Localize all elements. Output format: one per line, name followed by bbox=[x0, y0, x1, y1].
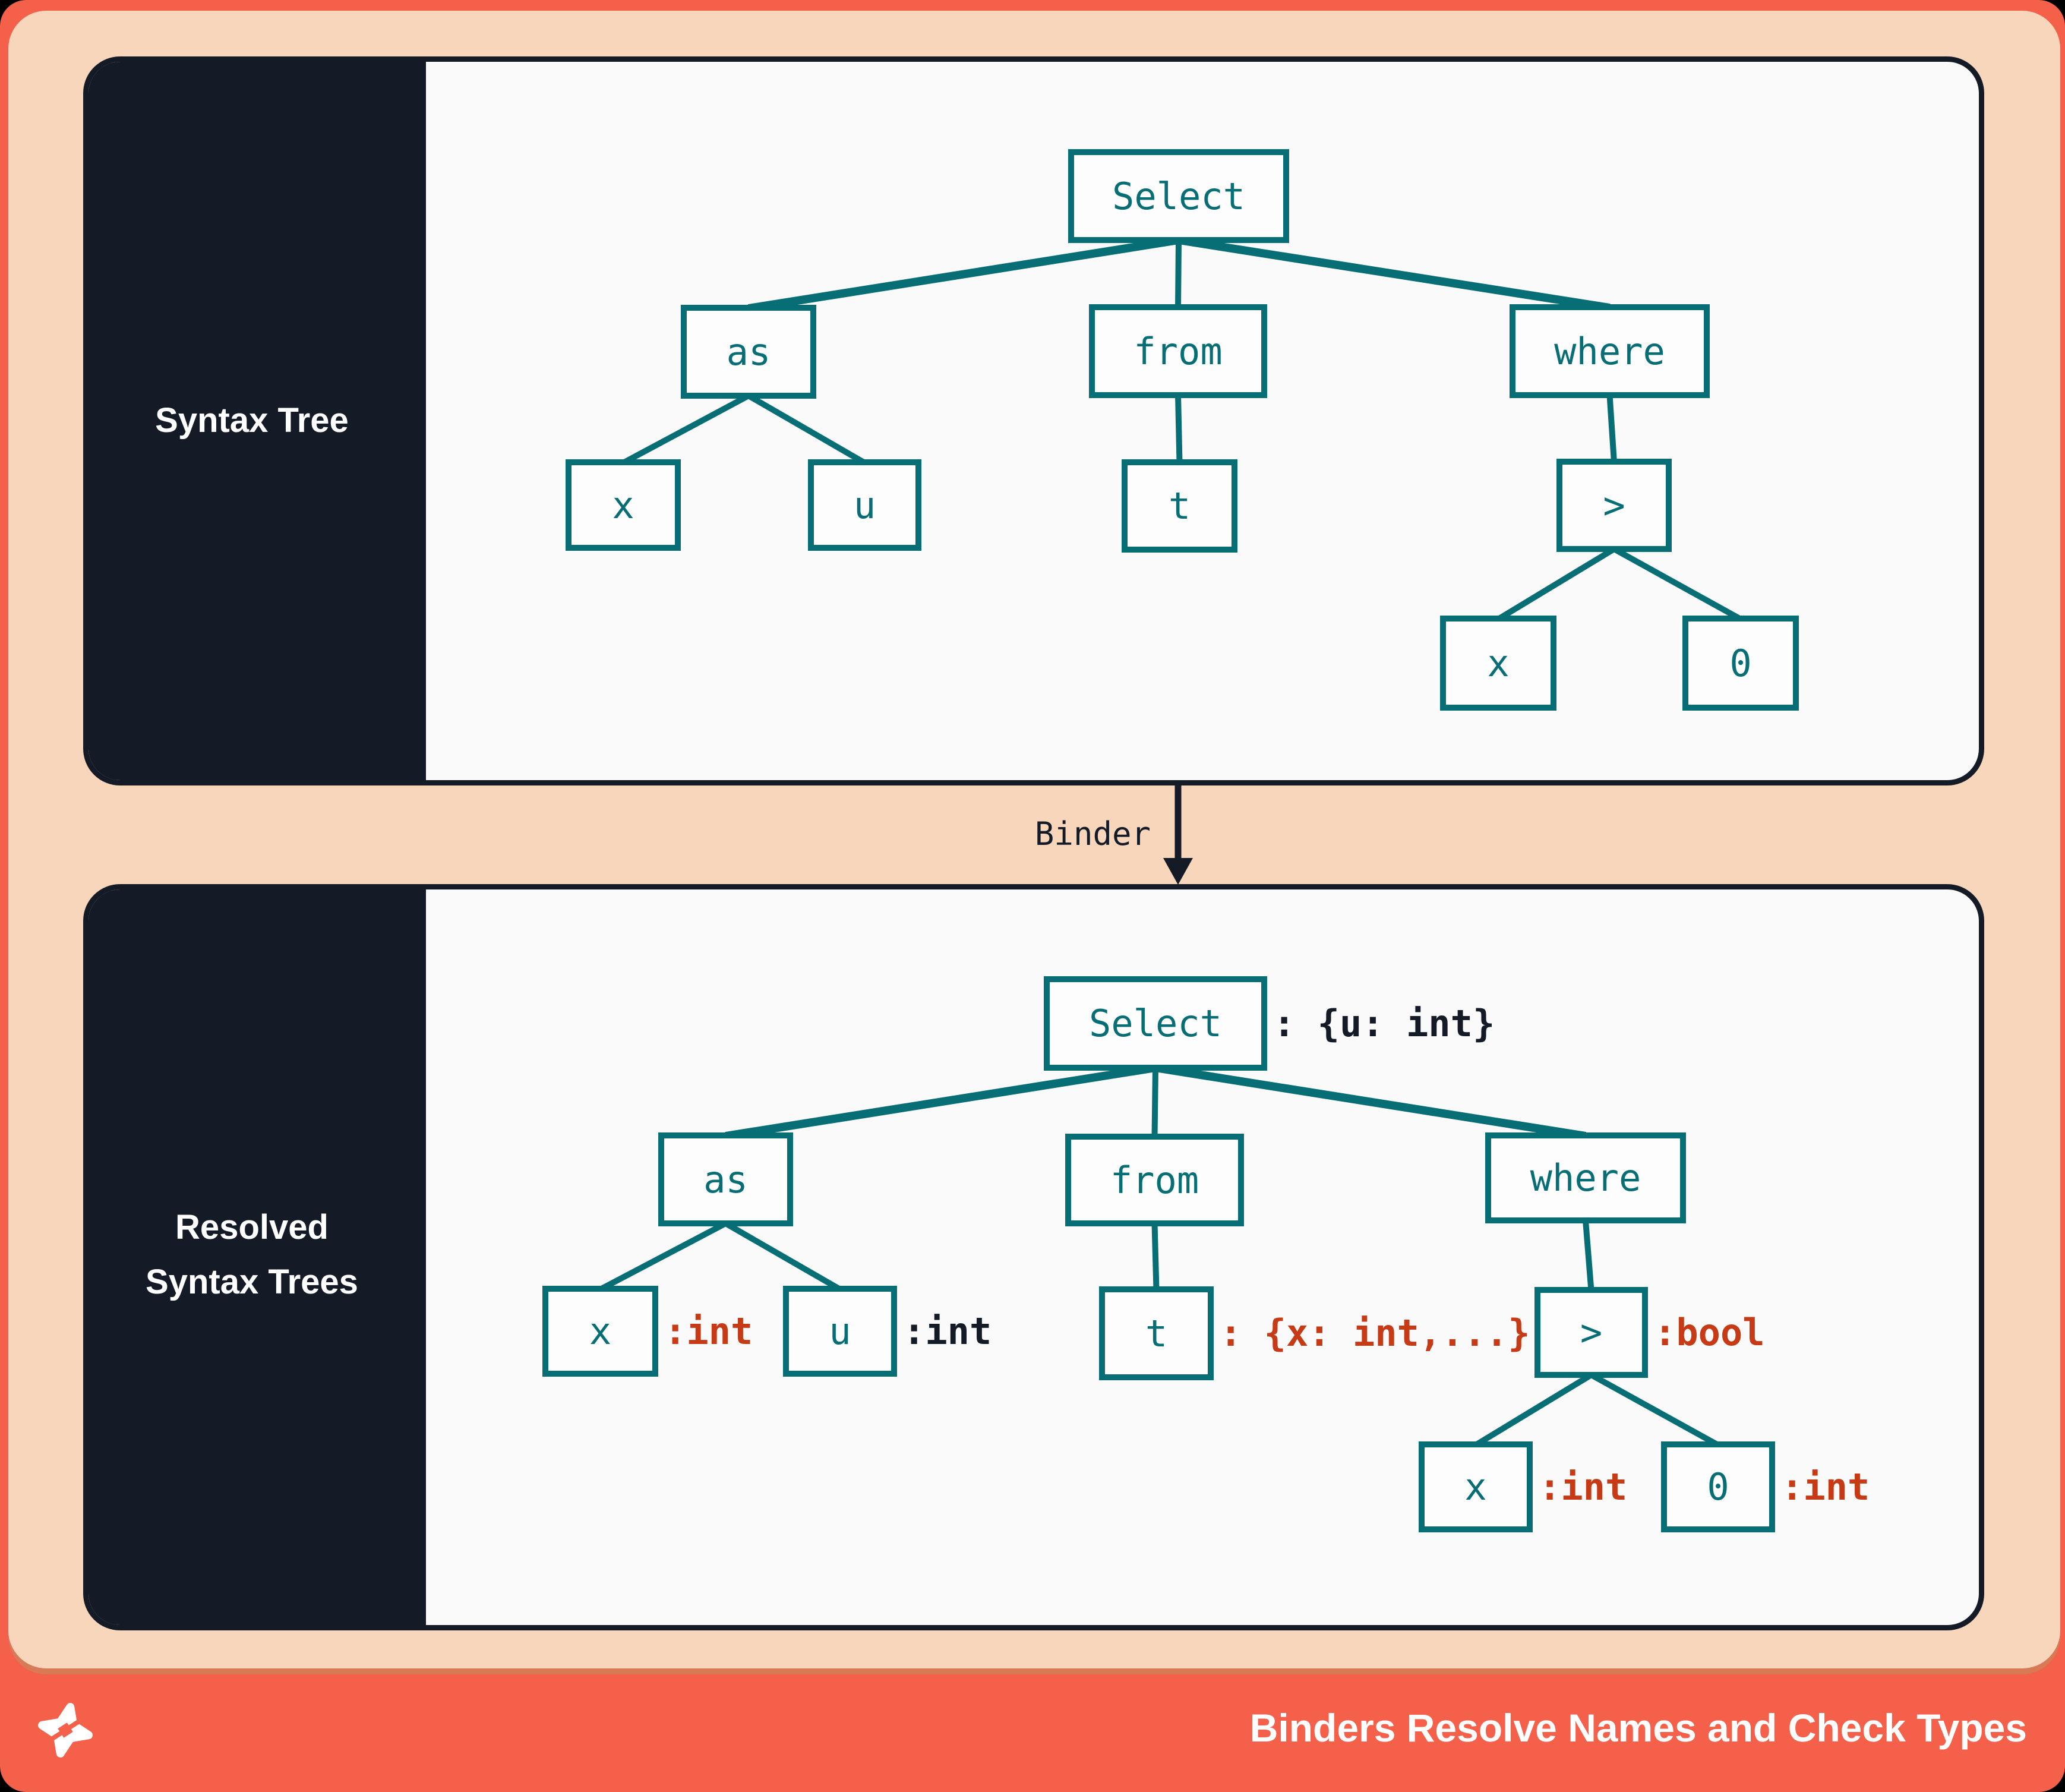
pinwheel-star-icon bbox=[37, 1703, 94, 1758]
syntax-tree-label-text: Syntax Tree bbox=[155, 401, 349, 440]
tree-node-xx1: x bbox=[1440, 616, 1556, 711]
type-annotation-gt2: :bool bbox=[1654, 1310, 1765, 1354]
slide-title: Binders Resolve Names and Check Types bbox=[1250, 1700, 2027, 1755]
tree-node-u2: u bbox=[783, 1286, 897, 1377]
tree-node-as2: as bbox=[658, 1132, 793, 1226]
tree-node-t1: t bbox=[1122, 459, 1237, 553]
tree-edge-from1-t1 bbox=[1175, 395, 1183, 463]
tree-edge-gt2-x4 bbox=[1474, 1372, 1593, 1448]
binder-label: Binder bbox=[854, 815, 1151, 853]
slide-title-text: Binders Resolve Names and Check Types bbox=[1249, 1706, 2027, 1750]
type-annotation-t2: : {x: int,...} bbox=[1220, 1311, 1530, 1355]
tree-node-u1: u bbox=[808, 459, 921, 551]
tree-edge-as1-x1 bbox=[621, 393, 750, 466]
tree-node-select1: Select bbox=[1068, 149, 1289, 243]
type-annotation-x3: :int bbox=[664, 1309, 753, 1353]
tree-edge-gt1-zero1 bbox=[1612, 546, 1742, 622]
tree-node-zero2: 0 bbox=[1661, 1441, 1775, 1532]
tree-node-x1: x bbox=[566, 459, 681, 551]
tree-node-zero1: 0 bbox=[1682, 616, 1799, 711]
resolved-label-line2: Syntax Trees bbox=[146, 1263, 358, 1301]
panel-syntax-tree bbox=[83, 56, 1984, 785]
tree-edge-select1-from1 bbox=[1175, 239, 1182, 308]
tree-node-where1: where bbox=[1510, 304, 1710, 398]
tree-node-gt2: > bbox=[1534, 1287, 1648, 1378]
type-annotation-zero2: :int bbox=[1781, 1465, 1870, 1509]
tree-node-select2: Select bbox=[1044, 976, 1267, 1071]
binder-arrow-head bbox=[1163, 858, 1193, 885]
tree-edge-gt2-zero2 bbox=[1590, 1372, 1720, 1448]
tree-node-from1: from bbox=[1089, 304, 1267, 398]
resolved-syntax-trees-label: Resolved Syntax Trees bbox=[83, 1200, 421, 1310]
tree-node-where2: where bbox=[1485, 1132, 1686, 1223]
tree-edge-select2-from2 bbox=[1151, 1067, 1158, 1138]
tree-edge-select2-as2 bbox=[725, 1064, 1157, 1140]
tree-edge-where1-gt1 bbox=[1606, 395, 1617, 463]
tree-edge-select1-where1 bbox=[1177, 236, 1611, 312]
tree-node-as1: as bbox=[681, 305, 816, 399]
tree-node-from2: from bbox=[1065, 1134, 1244, 1226]
resolved-label-line1: Resolved bbox=[175, 1208, 329, 1247]
tree-edge-where2-gt2 bbox=[1583, 1220, 1594, 1291]
tree-node-x3: x bbox=[542, 1286, 658, 1377]
tree-edge-as2-u2 bbox=[724, 1220, 842, 1292]
type-annotation-u2: :int bbox=[903, 1309, 992, 1353]
panel-resolved-sidebar bbox=[89, 889, 426, 1625]
binder-label-text: Binder bbox=[1034, 815, 1151, 853]
tree-edge-select1-as1 bbox=[747, 236, 1180, 313]
tree-edge-select2-where2 bbox=[1154, 1064, 1587, 1140]
tree-edge-gt1-xx1 bbox=[1496, 546, 1616, 622]
tree-node-x4: x bbox=[1419, 1441, 1533, 1532]
tree-node-gt1: > bbox=[1556, 459, 1672, 552]
tree-edge-as1-u1 bbox=[747, 393, 867, 466]
syntax-tree-label: Syntax Tree bbox=[83, 393, 421, 448]
type-annotation-x4: :int bbox=[1539, 1465, 1628, 1509]
type-annotation-select2: : {u: int} bbox=[1273, 1001, 1495, 1045]
panel-syntax-tree-sidebar bbox=[89, 62, 426, 780]
tree-edge-from2-t2 bbox=[1151, 1223, 1160, 1291]
tree-node-t2: t bbox=[1099, 1286, 1214, 1380]
tree-edge-as2-x3 bbox=[599, 1220, 727, 1292]
